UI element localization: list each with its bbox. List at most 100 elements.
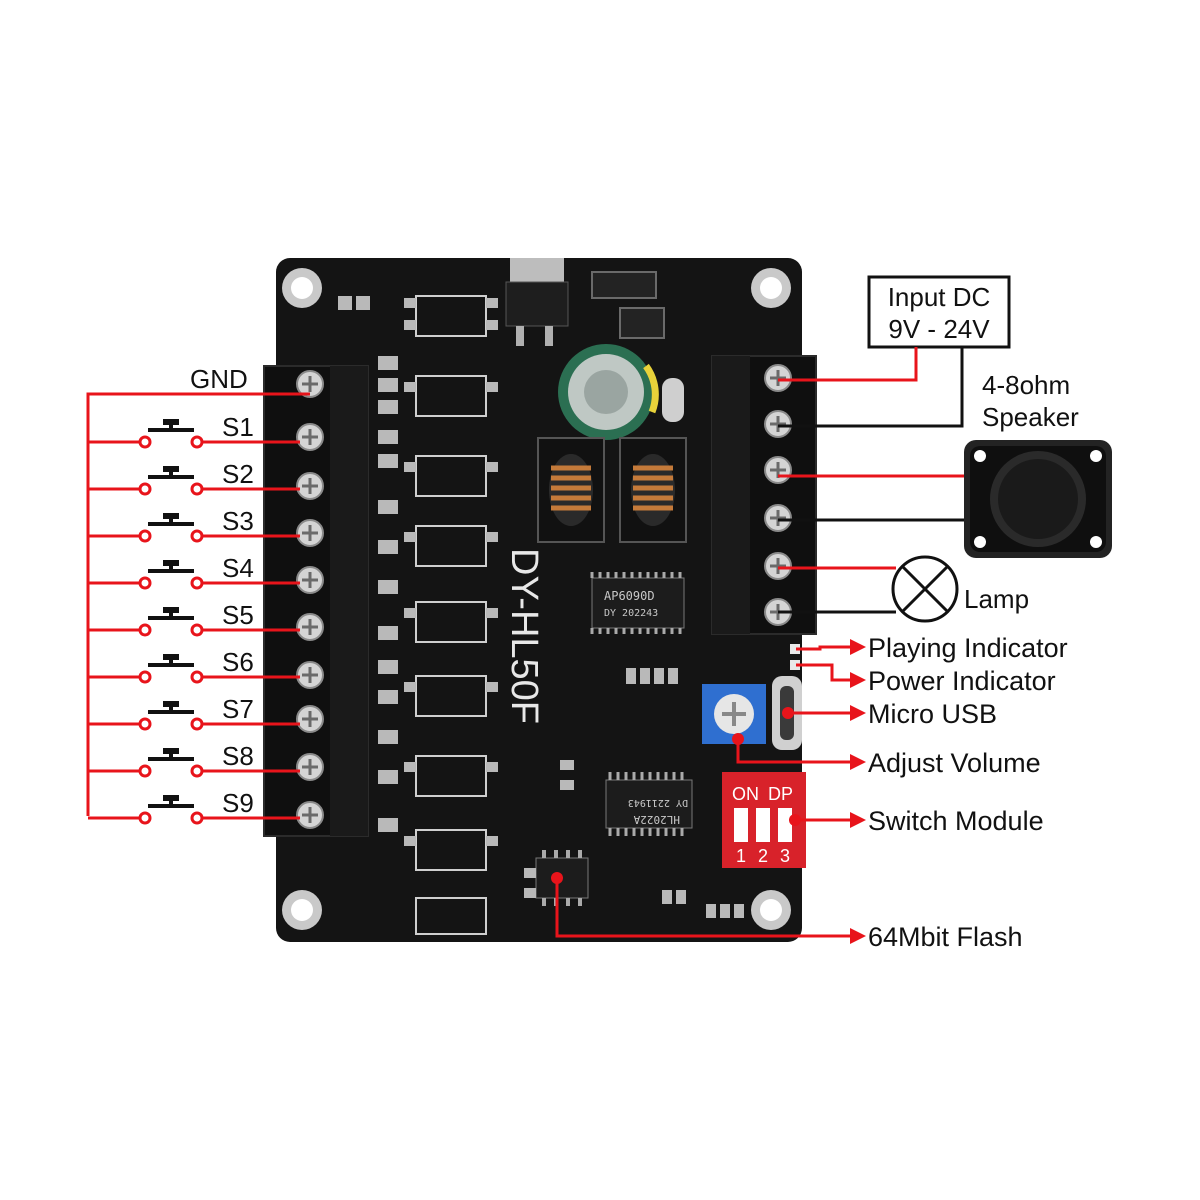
switch-label-s8: S8	[222, 741, 254, 771]
switch-contact	[138, 482, 152, 496]
switch-label-s6: S6	[222, 647, 254, 677]
switch-contact	[138, 764, 152, 778]
switch-contact	[138, 717, 152, 731]
push-button-cap	[163, 795, 179, 801]
terminal-screw-icon	[764, 552, 792, 580]
switch-contact	[138, 529, 152, 543]
amp-chip-text: AP6090D	[604, 589, 655, 603]
right-terminal-block	[711, 355, 817, 635]
switch-contact	[190, 529, 204, 543]
dip-position-1: 1	[736, 846, 746, 866]
voltage-regulator	[505, 258, 569, 346]
left-terminal-screws	[296, 370, 324, 829]
power-indicator-label: Power Indicator	[868, 666, 1056, 696]
terminal-screw-icon	[296, 801, 324, 829]
push-button-cap	[163, 607, 179, 613]
flash-label: 64Mbit Flash	[868, 922, 1023, 952]
switch-contact	[190, 811, 204, 825]
switch-contact	[190, 482, 204, 496]
dip-on-label: ON	[732, 784, 759, 804]
switch-contact	[190, 623, 204, 637]
switch-contact	[190, 670, 204, 684]
switch-contact	[138, 435, 152, 449]
terminal-screw-icon	[296, 519, 324, 547]
terminal-screw-icon	[764, 504, 792, 532]
speaker-impedance-label: 4-8ohm	[982, 370, 1070, 400]
inductor	[619, 437, 687, 543]
push-button-cap	[163, 748, 179, 754]
switch-label-s7: S7	[222, 694, 254, 724]
electrolytic-capacitor	[558, 344, 659, 440]
input-dc-title: Input DC	[888, 282, 991, 312]
board-name-label: DY-HL50F	[503, 548, 545, 724]
mounting-hole-icon	[751, 268, 791, 308]
switch-contact	[190, 717, 204, 731]
terminal-screw-icon	[296, 753, 324, 781]
push-switch-s6: S6	[88, 647, 300, 684]
push-switch-s8: S8	[88, 741, 300, 778]
push-button-cap	[163, 513, 179, 519]
decoder-chip: DY 2211943 HL2022A	[605, 772, 693, 836]
terminal-screw-icon	[764, 410, 792, 438]
dip-position-3: 3	[780, 846, 790, 866]
input-circuits	[415, 295, 487, 935]
mounting-hole-icon	[282, 268, 322, 308]
dc-negative-wire	[778, 347, 964, 428]
switch-contact	[190, 435, 204, 449]
switch-contact	[190, 764, 204, 778]
terminal-screw-icon	[296, 705, 324, 733]
crystal	[662, 378, 684, 422]
push-switch-s9: S9	[88, 788, 300, 825]
push-switch-s5: S5	[88, 600, 300, 637]
micro-usb-callout	[782, 705, 866, 721]
playing-led	[790, 644, 800, 654]
power-indicator-callout	[796, 663, 866, 688]
lamp-label: Lamp	[964, 584, 1029, 614]
smd-pads	[338, 296, 744, 918]
amp-chip-code: DY 202243	[604, 608, 658, 619]
input-dc-box: Input DC 9V - 24V	[867, 275, 1011, 349]
switch-contact	[138, 576, 152, 590]
switch-label-s2: S2	[222, 459, 254, 489]
volume-potentiometer	[702, 684, 766, 744]
amplifier-chip: AP6090D DY 202243	[590, 572, 685, 634]
switch-contact	[138, 670, 152, 684]
gnd-label: GND	[190, 364, 248, 394]
input-dc-voltage: 9V - 24V	[888, 314, 990, 344]
switch-contact	[190, 576, 204, 590]
push-button-cap	[163, 419, 179, 425]
micro-usb-label: Micro USB	[868, 699, 997, 729]
push-button-cap	[163, 560, 179, 566]
terminal-screw-icon	[764, 364, 792, 392]
adjust-volume-callout	[732, 733, 866, 770]
push-button-cap	[163, 654, 179, 660]
switch-label-s4: S4	[222, 553, 254, 583]
terminal-screw-icon	[296, 661, 324, 689]
push-switch-s7: S7	[88, 694, 300, 731]
terminal-screw-icon	[296, 613, 324, 641]
switch-label-s5: S5	[222, 600, 254, 630]
terminal-screw-icon	[296, 566, 324, 594]
push-switch-s2: S2	[88, 459, 300, 496]
push-switch-s3: S3	[88, 506, 300, 543]
switch-label-s9: S9	[222, 788, 254, 818]
dc-positive-wire	[778, 347, 918, 382]
decoder-chip-code: DY 2211943	[628, 797, 688, 808]
push-switch-s1: S1	[88, 412, 300, 449]
terminal-screw-icon	[296, 423, 324, 451]
inductor	[537, 437, 605, 543]
terminal-screw-icon	[764, 456, 792, 484]
switch-label-s1: S1	[222, 412, 254, 442]
playing-indicator-label: Playing Indicator	[868, 633, 1068, 663]
terminal-screw-icon	[296, 370, 324, 398]
power-led	[790, 660, 800, 670]
adjust-volume-label: Adjust Volume	[868, 748, 1041, 778]
push-button-cap	[163, 466, 179, 472]
mounting-hole-icon	[751, 890, 791, 930]
diode	[591, 271, 657, 299]
switch-module-callout	[789, 812, 866, 828]
speaker-label: Speaker	[982, 402, 1079, 432]
dip-dp-label: DP	[768, 784, 793, 804]
